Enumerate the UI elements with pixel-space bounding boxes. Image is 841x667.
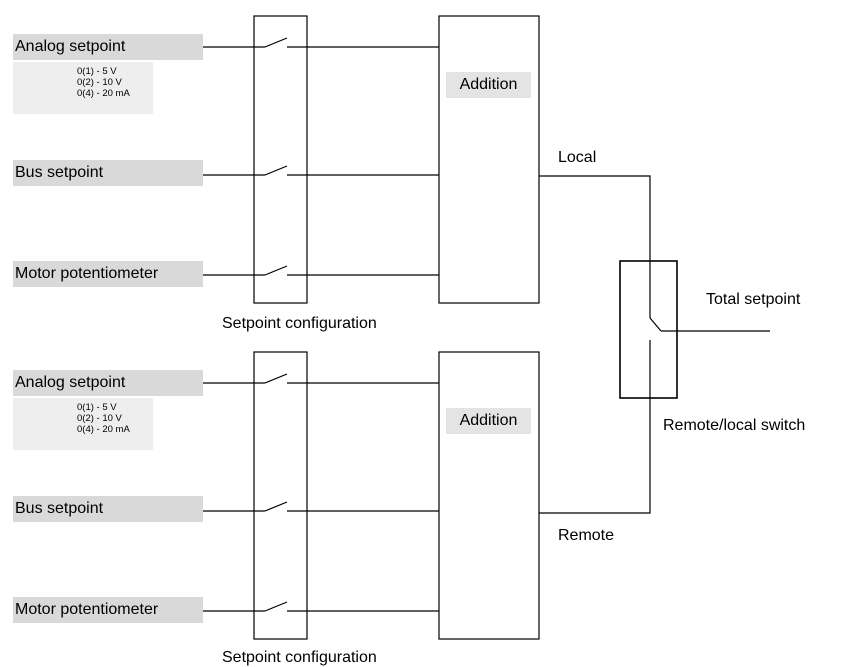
upper-motor-potentiometer-label: Motor potentiometer bbox=[13, 261, 203, 287]
lower-range-3: 0(4) - 20 mA bbox=[77, 424, 130, 435]
upper-bus-wire bbox=[203, 165, 439, 176]
lower-range-2: 0(2) - 10 V bbox=[77, 413, 122, 424]
upper-setpoint-configuration-label: Setpoint configuration bbox=[222, 315, 377, 332]
lower-analog-wire bbox=[203, 373, 439, 384]
remote-output-wire bbox=[539, 340, 651, 514]
lower-range-1: 0(1) - 5 V bbox=[77, 402, 117, 413]
switch-contact bbox=[649, 317, 662, 332]
lower-addition-label: Addition bbox=[446, 408, 531, 434]
upper-addition-block bbox=[438, 15, 540, 304]
lower-motor-wire bbox=[203, 601, 439, 612]
lower-bus-setpoint-label: Bus setpoint bbox=[13, 496, 203, 522]
remote-local-switch-label: Remote/local switch bbox=[663, 417, 806, 434]
lower-bus-wire bbox=[203, 501, 439, 512]
upper-range-1: 0(1) - 5 V bbox=[77, 66, 117, 77]
total-setpoint-label: Total setpoint bbox=[706, 291, 801, 308]
lower-analog-setpoint-label: Analog setpoint bbox=[13, 370, 203, 396]
lower-range-list: 0(1) - 5 V 0(2) - 10 V 0(4) - 20 mA bbox=[13, 398, 153, 450]
lower-motor-potentiometer-label: Motor potentiometer bbox=[13, 597, 203, 623]
upper-motor-wire bbox=[203, 265, 439, 276]
upper-analog-setpoint-label: Analog setpoint bbox=[13, 34, 203, 60]
local-output-wire bbox=[539, 175, 651, 318]
upper-bus-setpoint-label: Bus setpoint bbox=[13, 160, 203, 186]
upper-range-2: 0(2) - 10 V bbox=[77, 77, 122, 88]
upper-range-3: 0(4) - 20 mA bbox=[77, 88, 130, 99]
lower-config-block bbox=[253, 351, 308, 640]
remote-local-switch-block bbox=[619, 260, 678, 399]
upper-range-list: 0(1) - 5 V 0(2) - 10 V 0(4) - 20 mA bbox=[13, 62, 153, 114]
lower-addition-block bbox=[438, 351, 540, 640]
upper-analog-wire bbox=[203, 37, 439, 48]
upper-addition-label: Addition bbox=[446, 72, 531, 98]
lower-setpoint-configuration-label: Setpoint configuration bbox=[222, 649, 377, 666]
local-label: Local bbox=[558, 149, 597, 166]
upper-config-block bbox=[253, 15, 308, 304]
remote-label: Remote bbox=[558, 527, 615, 544]
